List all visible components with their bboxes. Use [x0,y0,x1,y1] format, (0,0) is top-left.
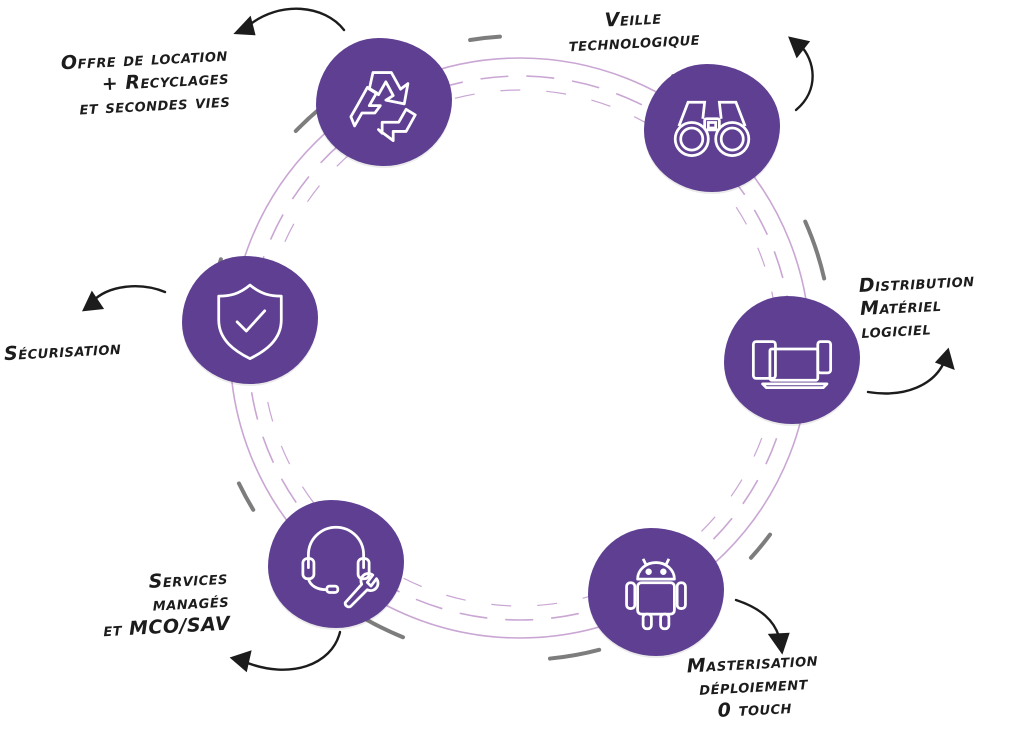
arrow-recycling [246,7,346,32]
arrow-security [90,285,167,304]
recycle-icon [349,71,417,143]
node-distribution [724,296,860,424]
shield-check-icon [217,283,283,361]
label-distribution: Distribution Matériel logiciel [858,269,977,344]
label-services: Services managés et MCO/SAV [100,567,231,643]
node-services [268,500,404,628]
node-watch [644,64,780,192]
node-recycling [316,38,452,166]
arrow-distribution [866,358,947,395]
label-mastering: Masterisation déploiement 0 touch [686,649,821,725]
label-watch: Veille technologique [567,5,701,58]
binoculars-icon [673,100,751,157]
arrow-services [243,630,342,671]
headset-wrench-icon [301,525,380,609]
label-recycling: Offre de location + Recyclages et second… [60,44,230,122]
node-mastering [588,528,724,656]
node-security [182,256,318,384]
android-icon [625,558,687,631]
arrow-watch [794,43,814,112]
devices-icon [751,340,833,389]
